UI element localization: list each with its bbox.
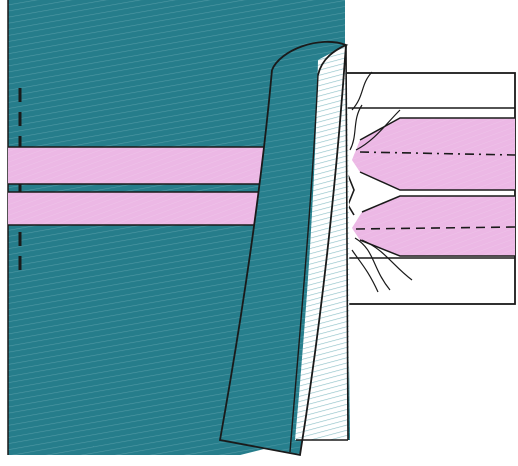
pink-band-lower-left-tex bbox=[8, 192, 268, 225]
pink-band-upper-left-tex bbox=[8, 147, 268, 184]
